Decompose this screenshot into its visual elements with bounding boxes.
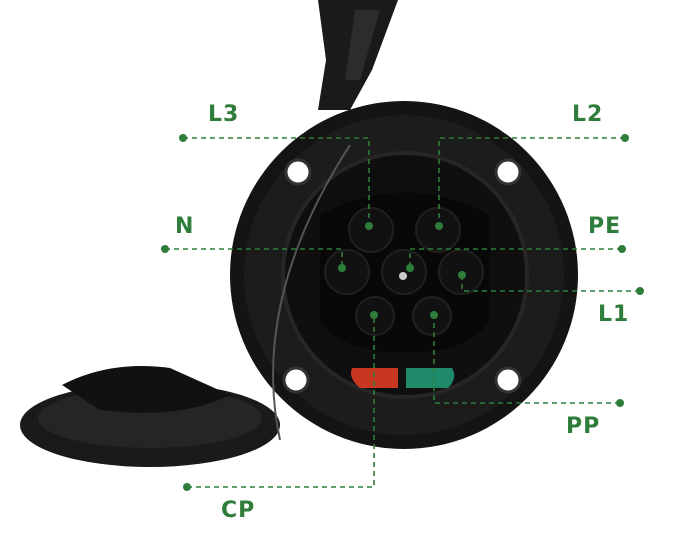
label-pp: PP (566, 414, 601, 439)
label-n: N (175, 214, 195, 239)
mount-hole (494, 158, 522, 186)
leader-pe (409, 248, 622, 268)
leader-l2 (438, 137, 625, 226)
mount-hole (284, 158, 312, 186)
label-l3: L3 (208, 102, 240, 127)
indicator-red (351, 368, 398, 388)
label-pe: PE (588, 214, 622, 239)
indicator-green (406, 368, 455, 388)
label-cp: CP (221, 498, 256, 523)
mount-hole (282, 366, 310, 394)
leader-n (165, 248, 343, 268)
pin-l2 (415, 207, 461, 253)
pin-n (324, 249, 370, 295)
mount-hole (494, 366, 522, 394)
leader-cp (187, 315, 375, 488)
label-l2: L2 (572, 102, 604, 127)
pin-pe (381, 249, 427, 295)
pin-l3 (348, 207, 394, 253)
leader-lines (165, 137, 640, 488)
leader-l3 (183, 137, 370, 226)
leader-pp (433, 315, 620, 404)
label-l1: L1 (598, 302, 630, 327)
